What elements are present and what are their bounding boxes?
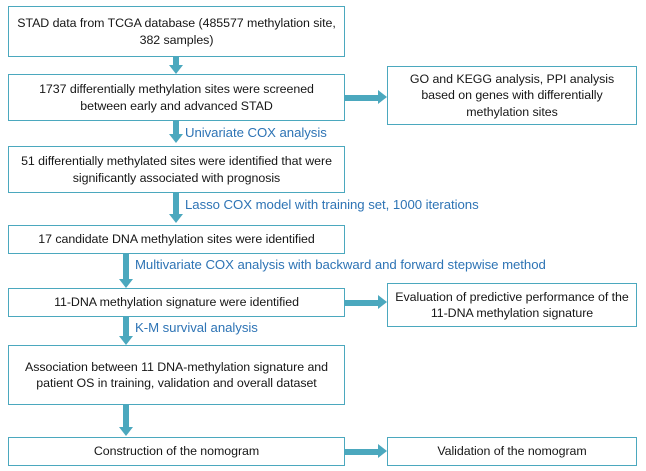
arrow-n6-n7-shaft bbox=[345, 299, 380, 306]
arrow-n9-n10-head bbox=[378, 444, 387, 458]
node-nomogram-validation: Validation of the nomogram bbox=[387, 437, 637, 466]
node-prognosis-associated-sites: 51 differentially methylated sites were … bbox=[8, 146, 345, 193]
arrow-n8-n9-head bbox=[118, 427, 133, 436]
node-stad-data-source: STAD data from TCGA database (485577 met… bbox=[8, 6, 345, 57]
label-lasso-cox-model: Lasso COX model with training set, 1000 … bbox=[185, 197, 479, 212]
arrow-n6-n8-head bbox=[118, 336, 133, 345]
node-predictive-performance-evaluation: Evaluation of predictive performance of … bbox=[387, 283, 637, 327]
node-candidate-sites: 17 candidate DNA methylation sites were … bbox=[8, 225, 345, 254]
arrow-n2-n3-head bbox=[378, 90, 387, 104]
node-label: 17 candidate DNA methylation sites were … bbox=[38, 232, 315, 247]
node-label: 51 differentially methylated sites were … bbox=[21, 154, 332, 185]
node-label: STAD data from TCGA database (485577 met… bbox=[17, 16, 336, 47]
node-label: Construction of the nomogram bbox=[93, 444, 260, 459]
node-label: 1737 differentially methylation sites we… bbox=[39, 82, 314, 113]
arrow-n5-n6-head bbox=[118, 279, 133, 288]
node-go-kegg-ppi-analysis: GO and KEGG analysis, PPI analysis based… bbox=[387, 66, 637, 125]
arrow-n5-n6-shaft bbox=[123, 254, 129, 282]
arrow-n1-n2-shaft bbox=[173, 57, 179, 68]
label-univariate-cox-analysis: Univariate COX analysis bbox=[185, 125, 327, 140]
arrow-n4-n5-shaft bbox=[173, 193, 179, 217]
arrow-n6-n8-shaft bbox=[123, 317, 129, 339]
node-label: Validation of the nomogram bbox=[437, 444, 587, 459]
node-label: GO and KEGG analysis, PPI analysis based… bbox=[409, 71, 615, 119]
label-multivariate-cox-analysis: Multivariate COX analysis with backward … bbox=[135, 257, 546, 272]
arrow-n9-n10-shaft bbox=[345, 448, 380, 455]
node-nomogram-construction: Construction of the nomogram bbox=[8, 437, 345, 466]
node-differential-methylation-screening: 1737 differentially methylation sites we… bbox=[8, 74, 345, 121]
node-survival-association: Association between 11 DNA-methylation s… bbox=[8, 345, 345, 405]
node-label: Evaluation of predictive performance of … bbox=[395, 289, 629, 320]
arrow-n2-n4-head bbox=[168, 134, 183, 143]
arrow-n2-n3-shaft bbox=[345, 94, 380, 101]
node-signature-identified: 11-DNA methylation signature were identi… bbox=[8, 288, 345, 317]
arrow-n1-n2-head bbox=[168, 65, 183, 74]
arrow-n8-n9-shaft bbox=[123, 405, 129, 430]
arrow-n6-n7-head bbox=[378, 295, 387, 309]
arrow-n2-n4-shaft bbox=[173, 121, 179, 137]
node-label: 11-DNA methylation signature were identi… bbox=[54, 295, 299, 310]
arrow-n4-n5-head bbox=[168, 214, 183, 223]
label-km-survival-analysis: K-M survival analysis bbox=[135, 320, 258, 335]
node-label: Association between 11 DNA-methylation s… bbox=[25, 359, 328, 390]
